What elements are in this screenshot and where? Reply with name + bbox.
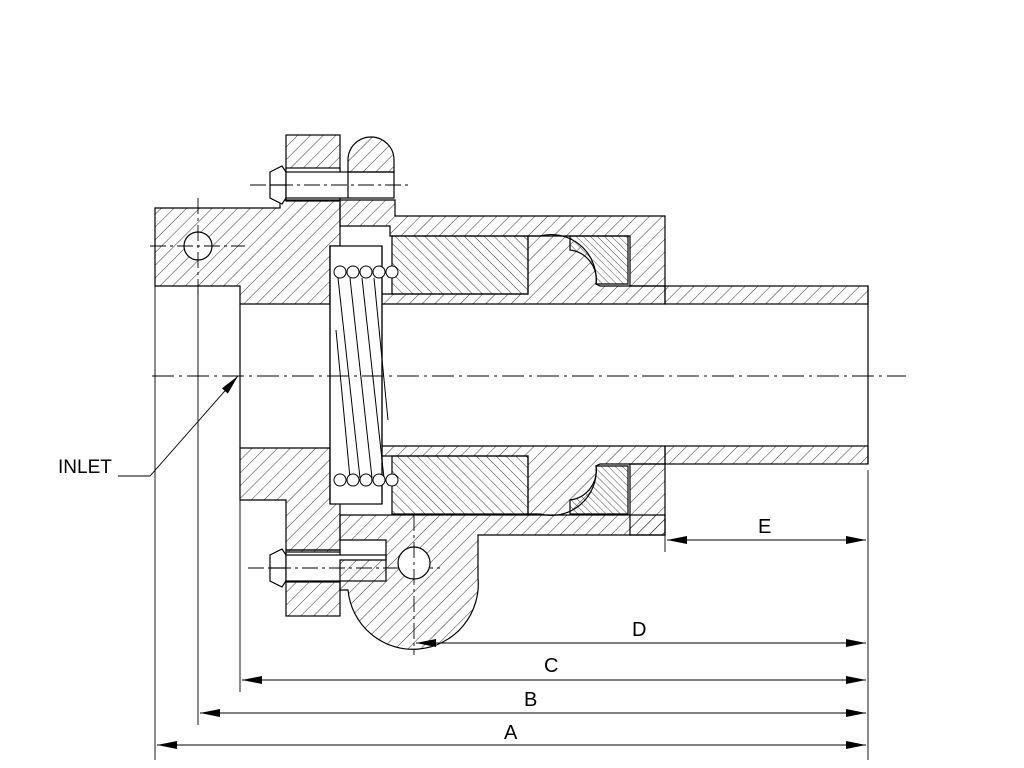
- dim-label-c: C: [544, 655, 558, 677]
- seal-body-top: [391, 235, 529, 295]
- housing-bottom: [339, 514, 666, 650]
- inlet-flange-bottom: [239, 447, 341, 551]
- outlet-pipe-top: [664, 285, 869, 305]
- dim-label-e: E: [758, 516, 771, 538]
- inlet-flange-top: [154, 199, 341, 305]
- inlet-leader: [118, 375, 239, 477]
- inlet-label: INLET: [58, 457, 112, 478]
- outlet-pipe-bottom: [664, 445, 869, 465]
- dim-label-b: B: [524, 689, 537, 711]
- dim-label-d: D: [632, 619, 646, 641]
- knob-top: [347, 136, 395, 173]
- dim-label-a: A: [504, 722, 518, 744]
- spring: [329, 245, 399, 505]
- seal-body-bottom: [391, 455, 529, 515]
- bolt-top: [250, 165, 410, 205]
